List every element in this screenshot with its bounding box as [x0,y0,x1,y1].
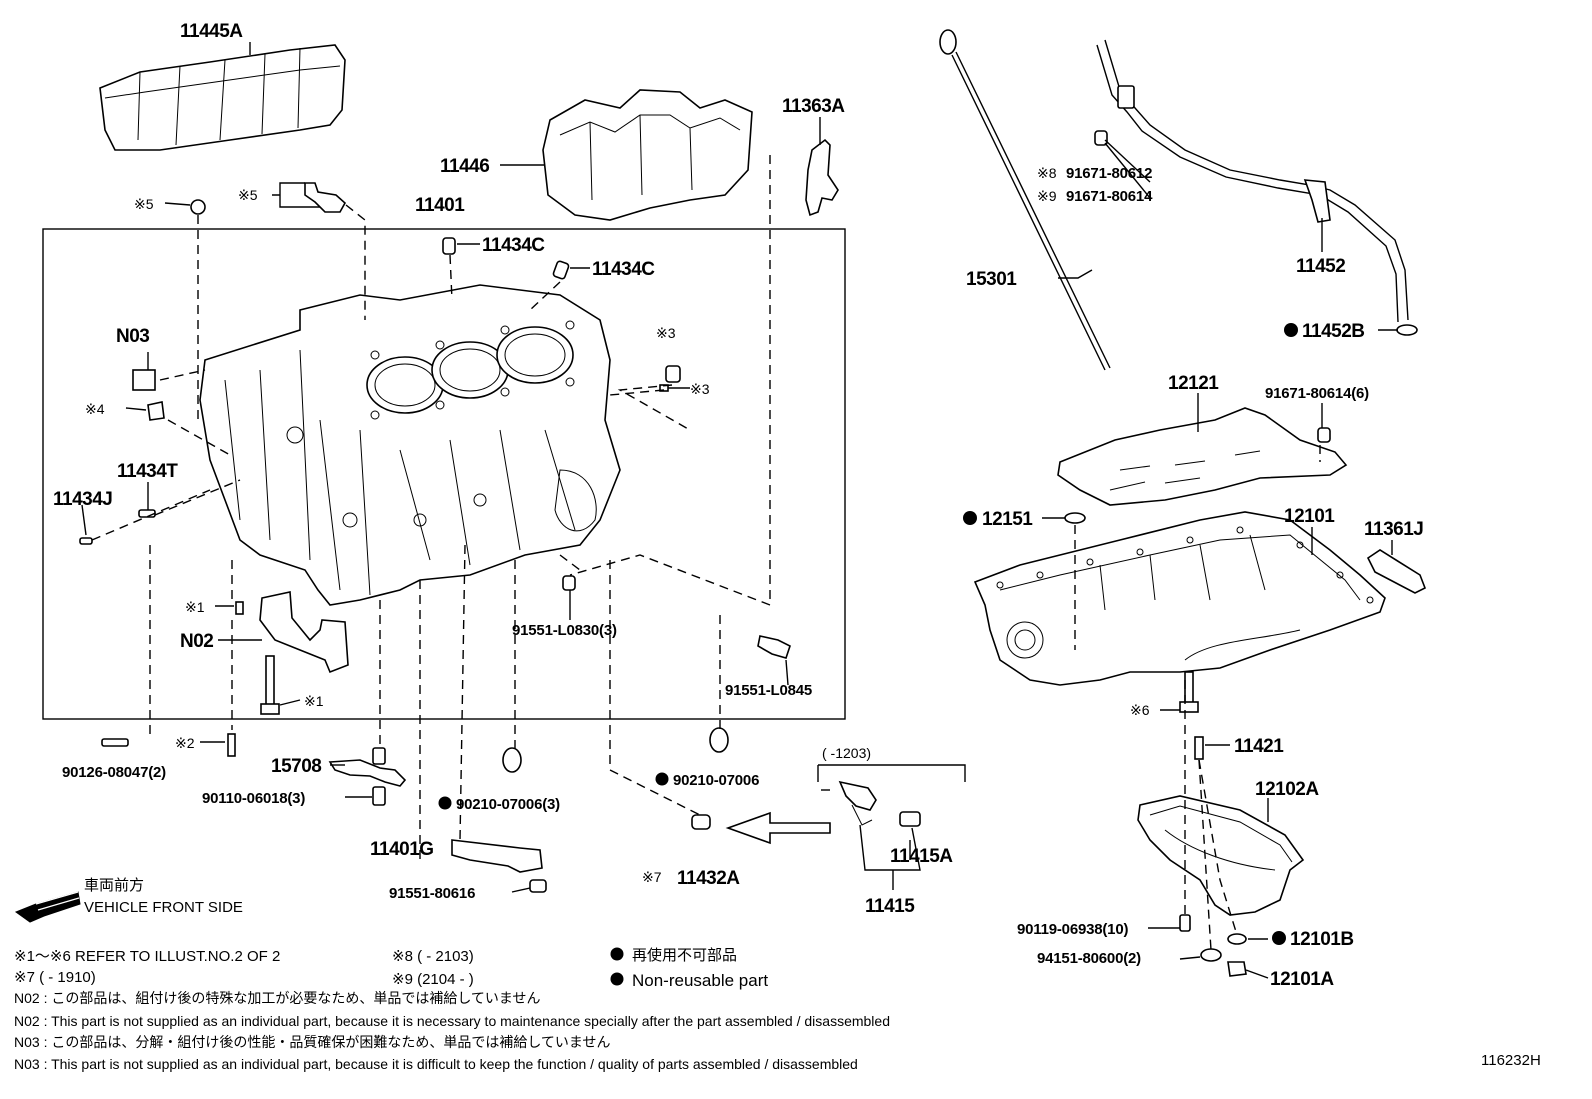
label-11415: 11415 [865,896,915,917]
label-90110-06018: 90110-06018(3) [202,790,305,807]
bracket-11363A-illustration [805,138,839,217]
note-mark8-range: ※8 ( - 2103) [392,948,474,965]
dipstick-15301-illustration [939,29,1111,371]
label-12101: 12101 [1284,506,1335,527]
label-1203-range: ( -1203) [822,745,871,761]
label-refmark7: ※7 [642,869,662,885]
label-11363A: 11363A [782,96,845,117]
label-11434J: 11434J [53,489,112,510]
note-N03-jp: N03 : この部品は、分解・組付け後の性能・品質確保が困難なため、単品では補給… [14,1034,611,1050]
bracket-11361J-illustration [1366,549,1427,594]
label-90119-06938: 90119-06938(10) [1017,921,1128,938]
solid-leader-lines [81,42,1398,979]
oil-pan-12102A-illustration [1137,795,1305,916]
label-91671-80612: 91671-80612 [1066,165,1152,182]
label-12102A: 12102A [1255,779,1319,800]
small-fasteners [79,182,921,893]
bolt-mark6-illustration [1179,671,1199,713]
front-label-en: VEHICLE FRONT SIDE [84,899,243,916]
label-refmark1-upper: ※1 [185,599,205,615]
label-12101A: 12101A [1270,969,1334,990]
label-11452: 11452 [1296,256,1345,277]
label-90210-07006: 90210-07006 [673,772,759,789]
legend-nonreusable-dot-jp [610,947,624,961]
label-90210-07006-3: 90210-07006(3) [456,796,560,813]
label-11446: 11446 [440,156,489,177]
nonreusable-dot-90210-3 [438,796,452,810]
nonreusable-dot-90210 [655,772,669,786]
insulator-11445A-illustration [99,44,346,151]
nonreusable-dot-12151 [963,511,977,525]
label-15301: 15301 [966,269,1017,290]
note-refer-illust: ※1～※6 REFER TO ILLUST.NO.2 OF 2 [14,948,280,965]
legend-nonreusable-dot-en [610,972,624,986]
dashed-guide-lines [91,155,1321,951]
label-15708: 15708 [271,756,321,777]
nonreusable-dot-12101B [1272,931,1286,945]
note-N02-jp: N02 : この部品は、組付け後の特殊な加工が必要なため、単品では補給していませ… [14,990,541,1006]
label-90126-08047: 90126-08047(2) [62,764,166,781]
nonreusable-dot-11452B [1284,323,1298,337]
label-N03: N03 [116,326,149,347]
oil-pan-12101-illustration [973,511,1386,686]
label-refmark4: ※4 [85,401,105,417]
label-11361J: 11361J [1364,519,1423,540]
label-refmark3-upper: ※3 [656,325,676,341]
note-mark9-range: ※9 (2104 - ) [392,971,474,988]
label-91551-L0845: 91551-L0845 [725,682,812,699]
front-label-jp: 車両前方 [84,877,144,894]
bearing-cap-N02-illustration [259,591,349,674]
label-11401: 11401 [415,195,465,216]
label-refmark3-lower: ※3 [690,381,710,397]
label-91551-L0830: 91551-L0830(3) [512,622,617,639]
label-refmark2: ※2 [175,735,195,751]
label-refmark8: ※8 [1037,165,1057,181]
label-11434C-1: 11434C [482,235,545,256]
label-12101B: 12101B [1290,929,1354,950]
cylinder-block-11401-illustration [199,284,621,606]
label-11401G: 11401G [370,839,434,860]
engine-block-group-frame [42,228,846,720]
label-94151-80600: 94151-80600(2) [1037,950,1141,967]
label-12121: 12121 [1168,373,1219,394]
label-refmark5-right: ※5 [238,187,258,203]
insulator-11446-illustration [542,89,753,221]
label-11434C-2: 11434C [592,259,655,280]
legend-nonreusable-en: Non-reusable part [632,971,768,990]
label-11452B: 11452B [1302,321,1365,342]
vehicle-front-arrow-icon [14,891,81,923]
dipstick-guide-11452-illustration [1094,39,1418,336]
label-refmark9: ※9 [1037,188,1057,204]
baffle-plate-12121-illustration [1057,407,1348,506]
illustration-id: 116232H [1481,1052,1541,1069]
label-N02: N02 [180,631,213,652]
label-refmark5-left: ※5 [134,196,154,212]
label-refmark6: ※6 [1130,702,1150,718]
label-refmark1-lower: ※1 [304,693,324,709]
label-11421: 11421 [1234,736,1284,757]
pan-fasteners [1179,914,1247,977]
note-N02-en: N02 : This part is not supplied as an in… [14,1013,890,1029]
label-11432A: 11432A [677,868,740,889]
legend-nonreusable-jp: 再使用不可部品 [632,947,737,964]
label-12151: 12151 [982,509,1033,530]
label-11445A: 11445A [180,21,243,42]
oring-12151-illustration [1064,512,1086,524]
label-91671-80614-6: 91671-80614(6) [1265,385,1369,402]
stud-11421-illustration [1194,736,1204,760]
note-mark7-range: ※7 ( - 1910) [14,969,96,986]
label-91671-80614: 91671-80614 [1066,188,1153,205]
label-11434T: 11434T [117,461,178,482]
label-11415A: 11415A [890,846,953,867]
label-91551-80616: 91551-80616 [389,885,475,902]
note-N03-en: N03 : This part is not supplied as an in… [14,1056,858,1072]
